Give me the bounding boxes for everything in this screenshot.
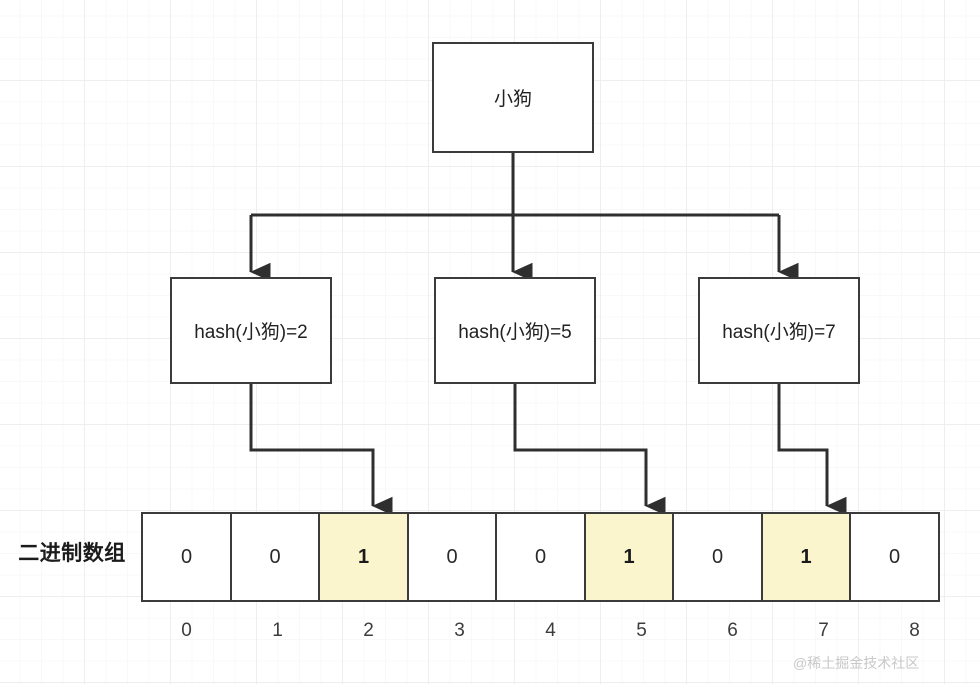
bit-cell: 0	[849, 512, 940, 602]
bit-cell: 1	[318, 512, 409, 602]
connector-hash-2-to-cell-7	[777, 384, 847, 516]
index-label: 7	[818, 620, 829, 641]
bit-cell: 0	[495, 512, 586, 602]
bit-cell: 1	[760, 512, 852, 602]
node-hash-function-3: hash(小狗)=7	[698, 277, 860, 384]
watermark: @稀土掘金技术社区	[793, 655, 920, 671]
bit-array-label: 二进制数组	[18, 542, 126, 565]
index-label: 8	[909, 620, 920, 641]
index-label: 3	[454, 620, 465, 641]
index-label: 6	[727, 620, 738, 641]
node-hash-function-1-label: hash(小狗)=2	[194, 322, 308, 343]
index-label: 1	[272, 620, 283, 641]
node-hash-function-3-label: hash(小狗)=7	[722, 322, 836, 343]
bit-cell: 0	[141, 512, 232, 602]
bit-cell: 0	[406, 512, 498, 602]
connector-hash-1-to-cell-5	[513, 384, 666, 516]
bit-cell: 0	[229, 512, 321, 602]
connector-hash-0-to-cell-2	[249, 384, 393, 516]
node-hash-function-2-label: hash(小狗)=5	[458, 322, 572, 343]
bit-cell: 1	[583, 512, 675, 602]
node-root-item: 小狗	[432, 42, 594, 153]
bit-cell: 0	[672, 512, 763, 602]
index-label: 2	[363, 620, 374, 641]
bit-array: 0 0 1 0 0 1 0 1 0	[141, 512, 940, 602]
index-label: 0	[181, 620, 192, 641]
index-label: 4	[545, 620, 556, 641]
bit-array-index-row: 0 1 2 3 4 5 6 7 8	[141, 620, 960, 642]
node-root-label: 小狗	[493, 89, 532, 110]
index-label: 5	[636, 620, 647, 641]
node-hash-function-1: hash(小狗)=2	[170, 277, 332, 384]
node-hash-function-2: hash(小狗)=5	[434, 277, 596, 384]
